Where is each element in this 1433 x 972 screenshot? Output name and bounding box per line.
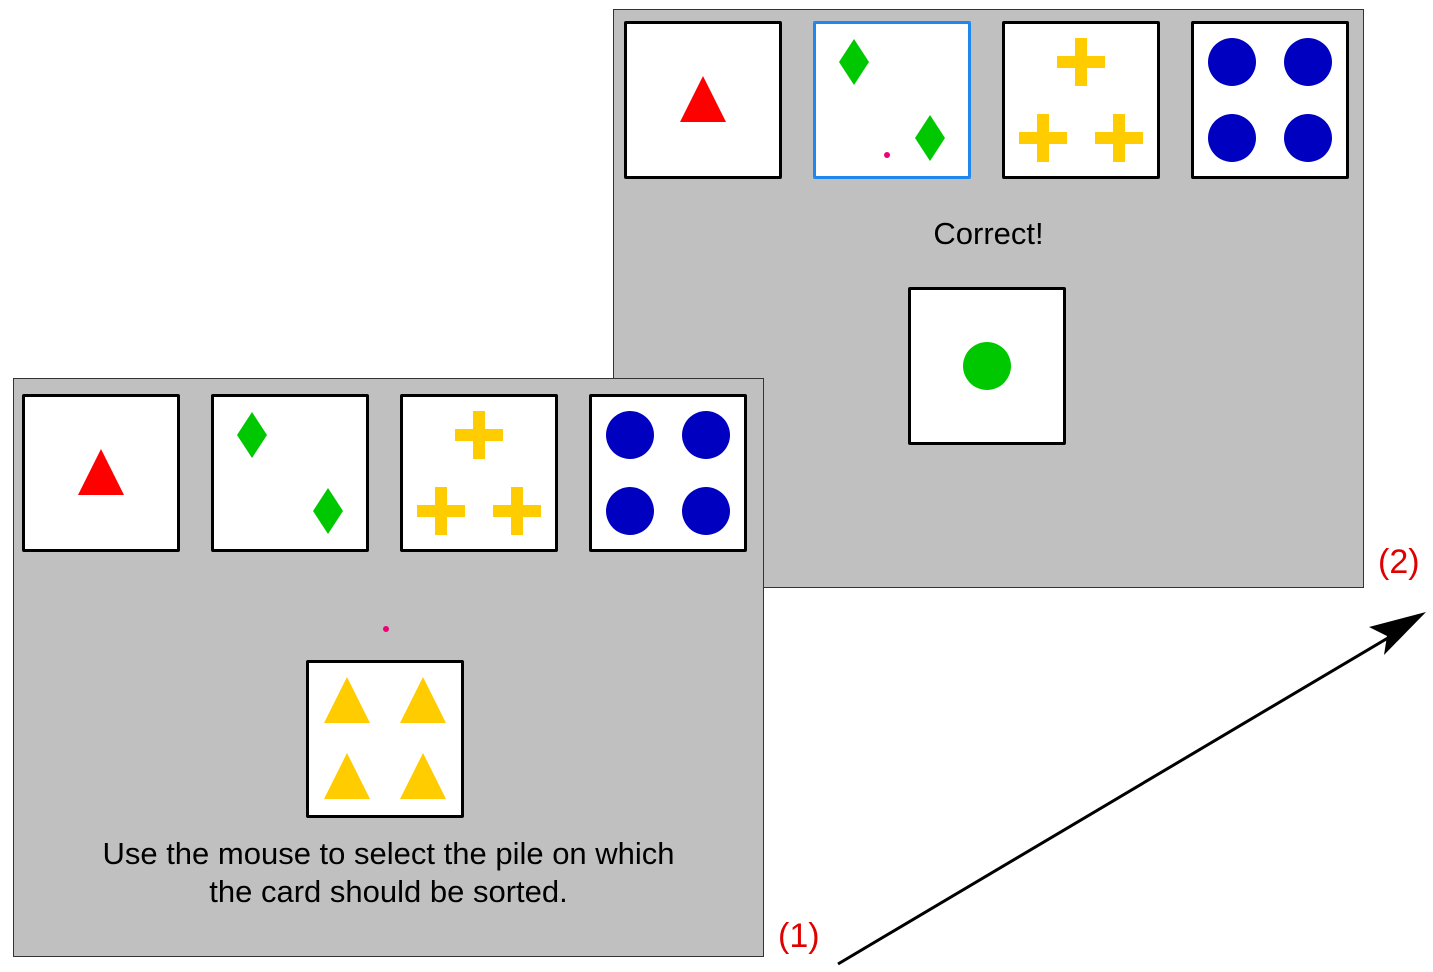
cross-icon xyxy=(1095,114,1143,162)
card-face xyxy=(237,412,343,534)
circle-icon xyxy=(1284,114,1332,162)
screen-step-2: Correct! xyxy=(613,9,1364,588)
pile-card-2-selected[interactable] xyxy=(813,21,971,179)
card-face xyxy=(417,411,541,535)
screen-step-1: Use the mouse to select the pile on whic… xyxy=(13,378,764,957)
pile-card-4[interactable] xyxy=(589,394,747,552)
cross-icon xyxy=(1019,114,1067,162)
instruction-line-1: Use the mouse to select the pile on whic… xyxy=(102,836,675,871)
current-card xyxy=(908,287,1066,445)
diamond-icon xyxy=(839,39,869,85)
card-face xyxy=(324,677,446,799)
cross-icon xyxy=(1057,38,1105,86)
circle-icon xyxy=(682,487,730,535)
pile-card-1[interactable] xyxy=(624,21,782,179)
circle-icon xyxy=(606,487,654,535)
card-face xyxy=(839,39,945,161)
diamond-icon xyxy=(915,115,945,161)
instruction-line-2: the card should be sorted. xyxy=(209,874,568,909)
circle-icon xyxy=(1208,38,1256,86)
cross-icon xyxy=(493,487,541,535)
card-face xyxy=(963,342,1011,390)
arrowhead-icon xyxy=(1369,612,1426,655)
circle-icon xyxy=(606,411,654,459)
diamond-icon xyxy=(237,412,267,458)
circle-icon xyxy=(1284,38,1332,86)
feedback-text: Correct! xyxy=(933,216,1044,251)
arrow-line xyxy=(837,630,1399,966)
circle-icon xyxy=(682,411,730,459)
triangle-icon xyxy=(400,753,446,799)
cross-icon xyxy=(455,411,503,459)
circle-icon xyxy=(963,342,1011,390)
triangle-icon xyxy=(400,677,446,723)
card-face xyxy=(680,76,726,122)
current-card xyxy=(306,660,464,818)
triangle-icon xyxy=(324,753,370,799)
pile-card-4[interactable] xyxy=(1191,21,1349,179)
card-face xyxy=(1208,38,1332,162)
step-label-2: (2) xyxy=(1378,543,1420,581)
pile-card-3[interactable] xyxy=(400,394,558,552)
pile-card-1[interactable] xyxy=(22,394,180,552)
pile-card-3[interactable] xyxy=(1002,21,1160,179)
triangle-icon xyxy=(324,677,370,723)
circle-icon xyxy=(1208,114,1256,162)
card-face xyxy=(606,411,730,535)
mouse-cursor xyxy=(884,152,890,158)
step-label-1: (1) xyxy=(778,917,820,955)
pile-card-2[interactable] xyxy=(211,394,369,552)
triangle-icon xyxy=(78,449,124,495)
triangle-icon xyxy=(680,76,726,122)
card-face xyxy=(78,449,124,495)
mouse-cursor xyxy=(383,626,389,632)
card-face xyxy=(1019,38,1143,162)
diamond-icon xyxy=(313,488,343,534)
cross-icon xyxy=(417,487,465,535)
